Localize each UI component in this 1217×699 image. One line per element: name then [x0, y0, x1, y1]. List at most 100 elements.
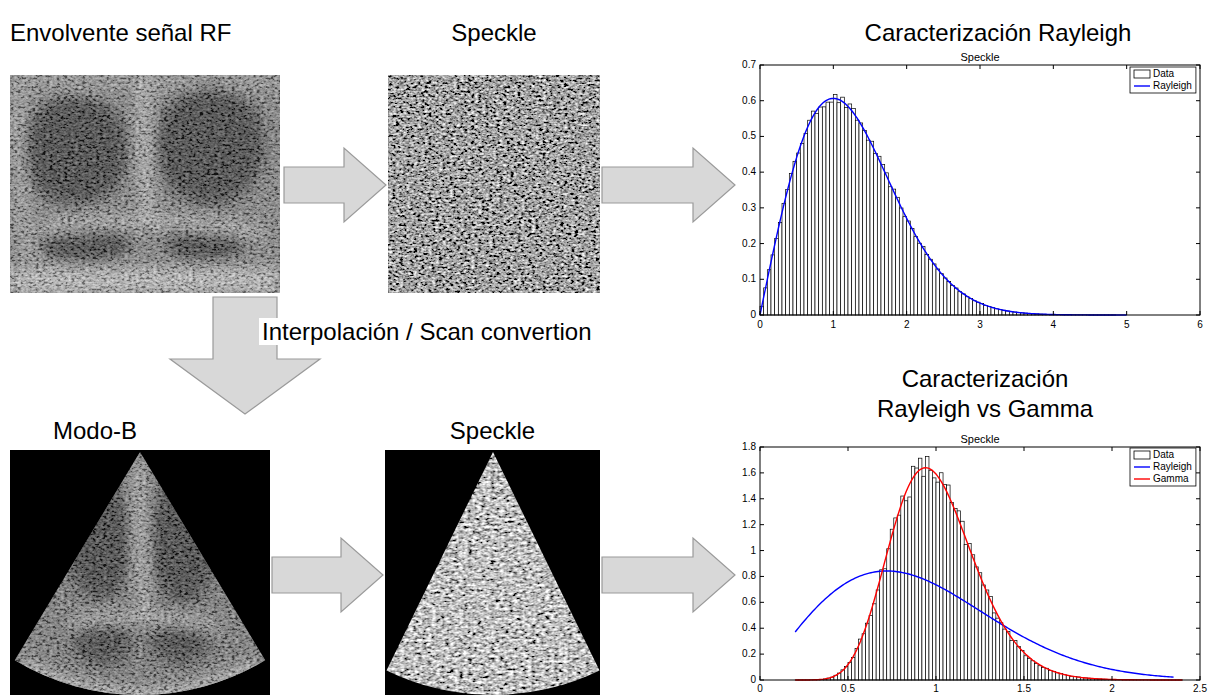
- legend-row: Data: [1153, 68, 1174, 80]
- histogram-bar: [880, 570, 884, 680]
- label-holder: 2.5: [1150, 683, 1217, 695]
- histogram-bar: [921, 246, 925, 315]
- tick-mark: [848, 676, 849, 680]
- legend-text: Data: [1153, 449, 1174, 460]
- histogram-bar: [903, 217, 907, 315]
- legend-line: [1134, 466, 1150, 467]
- label-holder: 4: [1003, 319, 1103, 331]
- histogram-bars: [795, 457, 1182, 680]
- tick-mark: [1196, 65, 1200, 66]
- histogram-bar: [969, 298, 973, 315]
- histogram-bar: [848, 104, 852, 315]
- legend-sample: [1134, 86, 1150, 87]
- histogram-bar: [789, 173, 793, 315]
- speckle-image: [388, 75, 600, 293]
- tick-label: 1.2: [742, 519, 756, 530]
- label-holder: 1.2: [696, 519, 756, 531]
- tick-mark: [760, 524, 764, 525]
- histogram-bar: [995, 309, 999, 315]
- histogram-bar: [826, 102, 830, 315]
- histogram-bar: [954, 288, 958, 315]
- histogram-bar: [992, 613, 996, 680]
- block-arrow: [272, 538, 383, 612]
- label-holder: 1.5: [974, 683, 1074, 695]
- legend-sample: [1134, 467, 1150, 468]
- tick-mark: [833, 311, 834, 315]
- histogram-bar: [808, 120, 812, 315]
- tick-label: 0.4: [742, 622, 756, 633]
- legend-text: Gamma: [1153, 473, 1189, 484]
- legend-row: Rayleigh: [1153, 461, 1192, 473]
- label-holder: 5: [1077, 319, 1177, 331]
- histogram-bar: [800, 144, 804, 315]
- histogram-bar: [965, 297, 969, 315]
- histogram-bar: [964, 544, 968, 680]
- legend-row: Data: [1153, 449, 1174, 461]
- tick-mark: [1200, 447, 1201, 451]
- label-holder: 3: [930, 319, 1030, 331]
- tick-mark: [760, 172, 764, 173]
- tick-mark: [1196, 550, 1200, 551]
- histogram-bar: [980, 304, 984, 315]
- histogram-bar: [885, 173, 889, 315]
- histogram-bar: [932, 478, 936, 680]
- tick-label: 0: [750, 309, 756, 320]
- tick-mark: [1196, 207, 1200, 208]
- tick-mark: [1200, 676, 1201, 680]
- histogram-bar: [943, 278, 947, 315]
- tick-mark: [760, 676, 761, 680]
- histogram-bar: [904, 501, 908, 680]
- histogram-bar: [819, 107, 823, 315]
- tick-label: 1.5: [1017, 683, 1031, 694]
- histogram-bar: [984, 305, 988, 315]
- histogram-bar: [907, 221, 911, 315]
- label-holder: 0: [696, 309, 756, 321]
- label-holder: 0: [710, 683, 810, 695]
- histogram-bar: [936, 269, 940, 315]
- label-holder: 0.2: [696, 238, 756, 250]
- histogram-bar: [771, 255, 775, 315]
- histogram-bar: [852, 658, 856, 680]
- histogram-bar: [866, 623, 870, 680]
- panel-heading: Speckle: [383, 416, 602, 446]
- histogram-bar: [862, 634, 866, 680]
- chart-title: Speckle: [960, 51, 999, 63]
- histogram-bar: [833, 95, 837, 315]
- histogram-bar: [1010, 641, 1014, 680]
- label-holder: Speckle: [930, 51, 1030, 63]
- tick-mark: [980, 65, 981, 69]
- tick-mark: [1196, 680, 1200, 681]
- label-holder: 0.6: [696, 596, 756, 608]
- label-holder: 0.5: [696, 130, 756, 142]
- label-holder: 0: [696, 674, 756, 686]
- label-holder: 1: [783, 319, 883, 331]
- histogram-bar: [1049, 670, 1053, 680]
- echo-ground: [10, 75, 280, 293]
- tick-mark: [1053, 65, 1054, 69]
- histogram-bar: [1020, 651, 1024, 680]
- legend-swatch: [1134, 451, 1150, 459]
- tick-label: 0.8: [742, 570, 756, 581]
- speckle-frame: [385, 450, 600, 695]
- legend-line: [1134, 85, 1150, 86]
- histogram-bar: [841, 97, 845, 315]
- legend-swatch: [1134, 70, 1150, 78]
- tick-mark: [1053, 311, 1054, 315]
- tick-mark: [760, 447, 764, 448]
- label-holder: 0.8: [696, 570, 756, 582]
- histogram-bar: [932, 264, 936, 315]
- histogram-bar: [962, 294, 966, 315]
- histogram-bar: [985, 590, 989, 680]
- legend-line: [1134, 478, 1150, 479]
- histogram-bar: [892, 189, 896, 315]
- legend-sample: [1134, 70, 1150, 78]
- histogram-bar: [897, 515, 901, 680]
- histogram-bar: [804, 134, 808, 315]
- bmode-speckle: [10, 450, 270, 695]
- panel-heading: Speckle: [386, 18, 602, 48]
- tick-label: 1.8: [742, 441, 756, 452]
- tick-mark: [1196, 628, 1200, 629]
- tick-label: 0.5: [742, 130, 756, 141]
- tick-label: 2: [904, 319, 910, 330]
- label-holder: 0: [710, 319, 810, 331]
